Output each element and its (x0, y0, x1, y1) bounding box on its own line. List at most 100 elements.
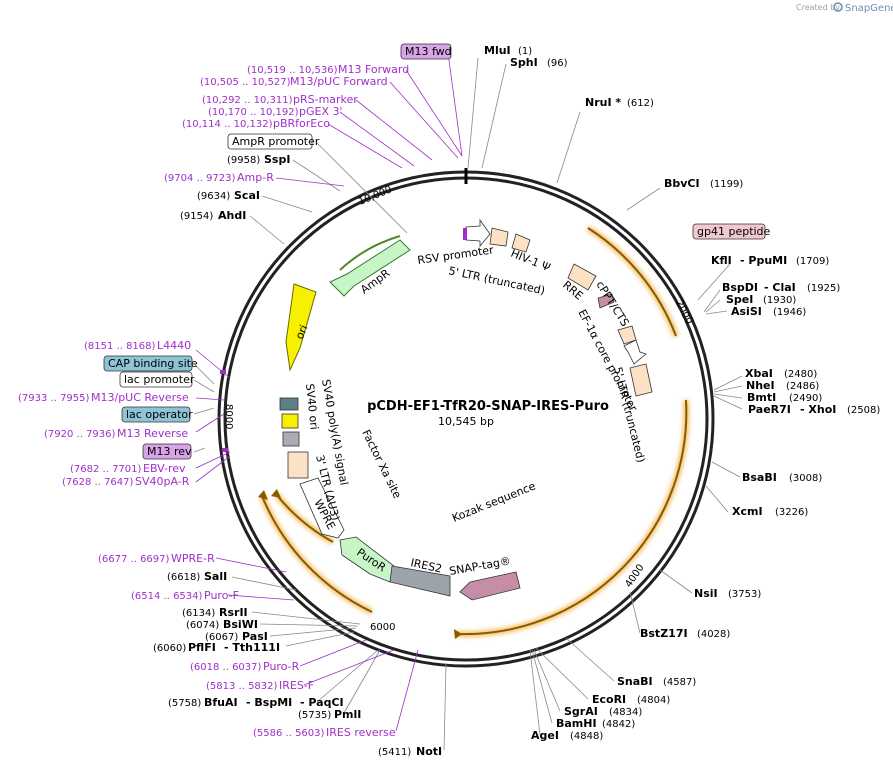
svg-text:lac operator: lac operator (126, 408, 193, 421)
svg-text:PmlI: PmlI (334, 708, 361, 721)
site-ecori: EcoRI(4804) (592, 693, 670, 706)
svg-text:(5758): (5758) (168, 698, 201, 709)
svg-text:BamHI: BamHI (556, 717, 597, 730)
ires2-feature (389, 565, 451, 597)
svg-text:WPRE-R: WPRE-R (171, 552, 215, 565)
svg-text:M13 Forward: M13 Forward (338, 63, 409, 76)
svg-text:(4834): (4834) (609, 707, 642, 718)
svg-text:AsiSI: AsiSI (731, 305, 762, 318)
ampr-promoter-box: AmpR promoter (227, 133, 320, 150)
svg-text:SalI: SalI (204, 570, 227, 583)
site-paer7i: PaeR7I- XhoI(2508) (748, 403, 880, 416)
site-nsii: NsiI(3753) (694, 587, 761, 600)
svg-text:XcmI: XcmI (732, 505, 763, 518)
svg-text:SgrAI: SgrAI (564, 705, 598, 718)
svg-text:(6677 .. 6697): (6677 .. 6697) (98, 554, 170, 565)
svg-text:SpeI: SpeI (726, 293, 753, 306)
svg-text:(612): (612) (627, 98, 654, 109)
m13-rev-box: M13 rev (142, 443, 192, 460)
svg-text:ScaI: ScaI (234, 189, 260, 202)
orange-arcs (258, 225, 690, 639)
site-kfli: KflI- PpuMI(1709) (711, 254, 829, 267)
site-bsabi: BsaBI(3008) (742, 471, 822, 484)
svg-text:PflFI: PflFI (188, 641, 216, 654)
lac-operator-box: lac operator (121, 406, 193, 423)
tick-6000: 6000 (370, 622, 395, 633)
label-kozak: Kozak sequence (450, 479, 537, 524)
svg-text:(5586 .. 5603): (5586 .. 5603) (253, 728, 325, 739)
label-ires2: IRES2 (409, 556, 443, 575)
svg-text:SnaBI: SnaBI (617, 675, 653, 688)
svg-text:(4804): (4804) (637, 695, 670, 706)
svg-text:(5813 .. 5832): (5813 .. 5832) (206, 681, 278, 692)
svg-text:AmpR promoter: AmpR promoter (232, 135, 320, 148)
svg-text:(2508): (2508) (847, 405, 880, 416)
primer-ires-f: (5813 .. 5832)IRES-F (206, 679, 314, 692)
svg-text:lac promoter: lac promoter (124, 373, 195, 386)
features (220, 218, 653, 601)
svg-text:M13 rev: M13 rev (147, 445, 192, 458)
svg-text:NheI: NheI (746, 379, 775, 392)
svg-text:AhdI: AhdI (218, 209, 246, 222)
primer-l4440: (8151 .. 8168)L4440 (84, 339, 191, 352)
svg-text:IRES-F: IRES-F (279, 679, 314, 692)
primer-puro-f: (6514 .. 6534)Puro-F (131, 589, 239, 602)
svg-text:(6618): (6618) (167, 572, 200, 583)
svg-text:(9704 .. 9723): (9704 .. 9723) (164, 173, 236, 184)
svg-text:(2490): (2490) (789, 393, 822, 404)
svg-text:(96): (96) (547, 58, 568, 69)
site-pasi: (6067)PasI (205, 630, 268, 643)
label-factor-xa: Factor Xa site (359, 428, 404, 501)
svg-text:AgeI: AgeI (531, 729, 559, 742)
svg-text:BstZ17I: BstZ17I (640, 627, 688, 640)
hiv-psi-feature (511, 233, 531, 253)
svg-text:M13 fwd: M13 fwd (405, 45, 452, 58)
plasmid-size: 10,545 bp (438, 415, 494, 428)
svg-text:- XhoI: - XhoI (800, 403, 836, 416)
tick-2000: 2000 (673, 298, 694, 326)
wpre-arc-1 (455, 399, 688, 636)
primer-labels: (10,519 .. 10,536)M13 Forward (10,505 ..… (18, 63, 409, 739)
plasmid-name: pCDH-EF1-TfR20-SNAP-IRES-Puro (367, 399, 609, 414)
svg-text:(9958): (9958) (227, 155, 260, 166)
svg-text:(2486): (2486) (786, 381, 819, 392)
rre-feature (567, 263, 597, 291)
svg-text:Puro-F: Puro-F (204, 589, 239, 602)
svg-text:(7920 .. 7936): (7920 .. 7936) (44, 429, 116, 440)
svg-text:(6074): (6074) (186, 620, 219, 631)
primer-m13-forward: (10,519 .. 10,536)M13 Forward (247, 63, 409, 76)
ltr5-truncated-feature (489, 227, 509, 247)
leader-lines (193, 57, 743, 751)
svg-text:CAP binding site: CAP binding site (108, 357, 198, 370)
svg-text:(6060): (6060) (153, 643, 186, 654)
site-asisi: AsiSI(1946) (731, 305, 806, 318)
site-mlui: MluI(1) (484, 44, 532, 57)
label-rsv-promoter: RSV promoter (417, 243, 495, 267)
map-title: pCDH-EF1-TfR20-SNAP-IRES-Puro 10,545 bp (367, 399, 609, 428)
primer-lines (195, 52, 463, 732)
svg-text:(1925): (1925) (807, 283, 840, 294)
primer-puro-r: (6018 .. 6037)Puro-R (190, 660, 300, 673)
primer-pbrforeco: (10,114 .. 10,132)pBRforEco (182, 117, 330, 130)
svg-text:SV40pA-R: SV40pA-R (135, 475, 190, 488)
site-sphi: SphI (96) (510, 56, 568, 69)
svg-text:(10,505 .. 10,527): (10,505 .. 10,527) (200, 77, 291, 88)
site-sspi: (9958)SspI (227, 153, 290, 166)
primer-prs-marker: (10,292 .. 10,311)pRS-marker (202, 93, 358, 106)
label-hiv-psi: HIV-1 Ψ (509, 247, 553, 275)
site-bbvci: BbvCI(1199) (664, 177, 743, 190)
svg-text:(2480): (2480) (784, 369, 817, 380)
cap-binding-site-box: CAP binding site (103, 355, 198, 372)
primer-ebv-rev: (7682 .. 7701)EBV-rev (70, 462, 186, 475)
svg-text:NotI: NotI (416, 745, 442, 758)
label-ori: ori (293, 323, 311, 341)
svg-text:BfuAI: BfuAI (204, 696, 238, 709)
site-ahdi: (9154)AhdI (180, 209, 246, 222)
wpre-feature (299, 477, 345, 539)
site-pmli: (5735)PmlI (298, 708, 361, 721)
sites-right: MluI(1) SphI(96) NruI *(612) BbvCI(1199)… (484, 44, 880, 742)
svg-text:SphI: SphI (510, 56, 538, 69)
svg-text:(3226): (3226) (775, 507, 808, 518)
factor-xa-feature (282, 431, 300, 447)
